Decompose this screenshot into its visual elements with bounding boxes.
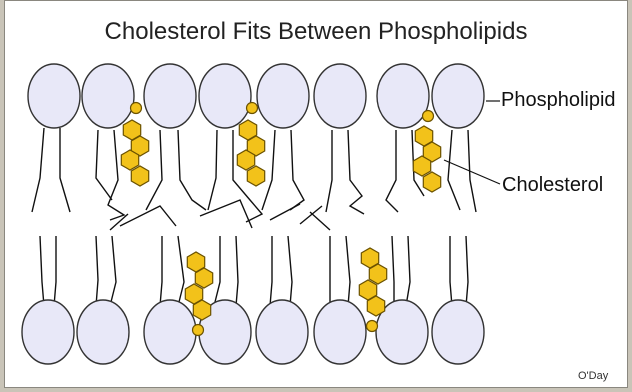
upper-tail-2 — [96, 130, 124, 220]
diagram-title: Cholesterol Fits Between Phospholipids — [0, 18, 632, 46]
cholesterol-2-oh-group — [247, 103, 258, 114]
cholesterol-5-oh-group — [367, 321, 378, 332]
tail-kink-2 — [200, 200, 252, 228]
cholesterol-1-ring-4 — [131, 166, 148, 186]
lower-tail-8 — [450, 236, 468, 306]
phospholipid-head-top-4 — [199, 64, 251, 128]
phospholipid-head-top-3 — [144, 64, 196, 128]
phospholipid-label: Phospholipid — [501, 89, 616, 112]
phospholipid-head-top-5 — [257, 64, 309, 128]
phospholipid-head-bottom-3 — [144, 300, 196, 364]
cholesterol-3-ring-4 — [423, 172, 440, 192]
cholesterol-1-ring-3 — [121, 150, 138, 170]
tail-kink-5 — [270, 204, 300, 220]
tail-kink-3 — [300, 206, 330, 230]
phospholipid-head-bottom-6 — [314, 300, 366, 364]
lower-tail-2 — [96, 236, 116, 306]
cholesterol-3-oh-group — [423, 111, 434, 122]
cholesterol-label: Cholesterol — [502, 174, 603, 197]
phospholipid-head-bottom-8 — [432, 300, 484, 364]
phospholipid-head-top-7 — [377, 64, 429, 128]
tail-kink-1 — [120, 206, 176, 226]
upper-tail-3 — [146, 130, 206, 210]
lower-tail-5 — [270, 236, 292, 306]
lower-tail-6 — [330, 236, 350, 306]
cholesterol-4-oh-group — [193, 325, 204, 336]
lower-tail-7 — [392, 236, 410, 306]
phospholipid-head-bottom-2 — [77, 300, 129, 364]
lower-tail-3 — [160, 236, 184, 306]
lower-tail-4 — [214, 236, 238, 306]
cholesterol-5-ring-2 — [369, 264, 386, 284]
phospholipid-head-top-6 — [314, 64, 366, 128]
cholesterol-1-oh-group — [131, 103, 142, 114]
author-credit: O'Day — [578, 370, 608, 382]
cholesterol-2-ring-3 — [237, 150, 254, 170]
upper-tail-5 — [262, 130, 304, 210]
lower-tail-1 — [40, 236, 56, 306]
upper-tail-6 — [326, 130, 364, 214]
cholesterol-leader-line — [444, 160, 500, 184]
phospholipid-head-bottom-1 — [22, 300, 74, 364]
upper-tail-8 — [448, 130, 476, 212]
cholesterol-4-ring-4 — [193, 300, 210, 320]
cholesterol-3-ring-3 — [413, 156, 430, 176]
phospholipid-head-top-8 — [432, 64, 484, 128]
upper-tail-1 — [32, 128, 70, 212]
cholesterol-2-ring-4 — [247, 166, 264, 186]
phospholipid-head-bottom-5 — [256, 300, 308, 364]
cholesterol-5-ring-4 — [367, 296, 384, 316]
cholesterol-4-ring-2 — [195, 268, 212, 288]
phospholipid-head-top-2 — [82, 64, 134, 128]
phospholipid-head-top-1 — [28, 64, 80, 128]
